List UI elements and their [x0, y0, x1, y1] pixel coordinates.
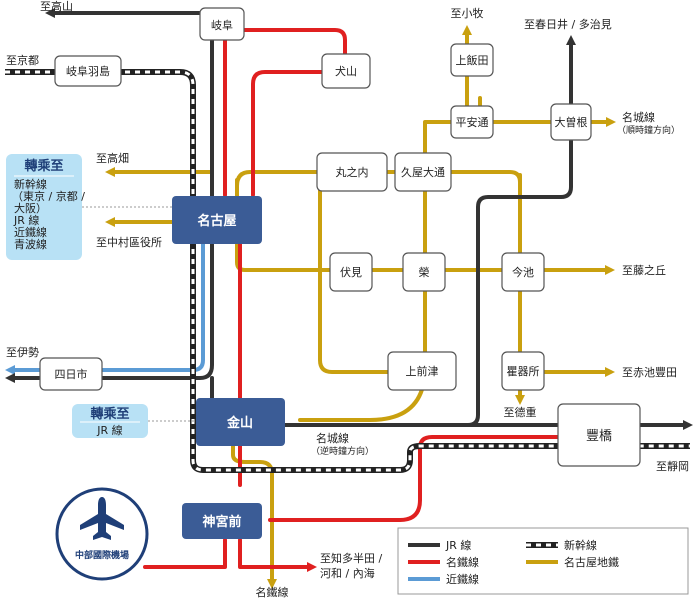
dest-kasugai: 至春日井 / 多治見: [524, 17, 612, 31]
destination-labels: 至高山 至京都 至小牧 至春日井 / 多治見 至高畑 至中村區役所 至藤之丘 至…: [6, 0, 689, 599]
station-box-gifu[interactable]: [199, 7, 245, 41]
meitetsu-gifu-branch: [223, 28, 347, 57]
dest-fujigaoka: 至藤之丘: [622, 263, 666, 277]
meitetsu-inuyama-branch: [251, 70, 324, 197]
meitetsu-airport: [143, 538, 227, 569]
transfer-line-nagoya-5: 青波線: [14, 237, 47, 251]
legend-label-kintetsu: 近鐵線: [446, 572, 479, 586]
subway-lines: [105, 25, 616, 589]
station-label-kamiiida: 上飯田: [456, 53, 489, 67]
station-box-heian-dori[interactable]: [450, 105, 494, 139]
station-box-kanayama[interactable]: [196, 398, 285, 446]
station-boxes: [39, 7, 641, 467]
dest-meitetsu-line: 名鐵線: [256, 585, 289, 599]
station-labels: 岐阜 犬山 岐阜羽島 上飯田 平安通 大曽根 丸之内 久屋大通 伏見 榮 今池 …: [55, 19, 613, 530]
station-box-fushimi[interactable]: [329, 252, 373, 292]
station-box-inuyama[interactable]: [321, 53, 371, 89]
transfer-line-nagoya-2: 大阪）: [14, 201, 47, 215]
hub-stations: [172, 196, 285, 539]
station-label-kanayama: 金山: [226, 415, 253, 431]
dest-ise: 至伊勢: [6, 345, 39, 359]
station-label-toyohashi: 豐橋: [586, 429, 612, 444]
dest-takabata: 至高畑: [96, 151, 129, 165]
station-label-hisaya-odori: 久屋大通: [401, 165, 445, 179]
legend-label-subway: 名古屋地鐵: [564, 555, 619, 569]
dest-nakamura: 至中村區役所: [96, 235, 162, 249]
station-box-gokiso[interactable]: [501, 351, 545, 391]
station-box-jingu-mae[interactable]: [182, 503, 262, 539]
legend-label-jr: JR 線: [445, 538, 471, 552]
meijo-ccw-dir: （逆時鐘方向）: [311, 445, 374, 457]
station-box-sakae[interactable]: [402, 252, 446, 292]
station-label-inuyama: 犬山: [335, 64, 357, 78]
transfer-title-kanayama: 轉乘至: [90, 406, 129, 422]
meitetsu-chita: [238, 538, 317, 572]
station-box-gifu-hashima[interactable]: [54, 55, 122, 87]
station-label-marunouchi: 丸之内: [336, 165, 369, 179]
jr-lines: [5, 8, 693, 430]
meitetsu-lines: [143, 28, 562, 572]
station-box-kamiiida[interactable]: [450, 43, 494, 77]
dest-komaki: 至小牧: [451, 6, 484, 20]
station-label-jingu-mae: 神宮前: [202, 514, 241, 530]
airplane-icon: [80, 497, 124, 540]
station-label-gifu: 岐阜: [211, 19, 233, 32]
meijo-cw-dir: （順時鐘方向）: [617, 124, 680, 136]
station-label-gokiso: 瞿器所: [507, 365, 540, 378]
transfer-line-nagoya-1: （東京 / 京都 /: [12, 189, 85, 203]
dest-akaike: 至赤池豐田: [622, 366, 677, 379]
station-label-sakae: 榮: [419, 265, 430, 279]
station-box-yokkaichi[interactable]: [39, 357, 103, 391]
dest-kyoto: 至京都: [6, 53, 39, 67]
station-label-kamimaezu: 上前津: [406, 364, 439, 378]
meitetsu-toyohashi: [268, 435, 562, 522]
transfer-title-nagoya: 轉乘至: [24, 158, 63, 174]
transfer-box-nagoya: 轉乘至 新幹線 （東京 / 京都 / 大阪） JR 線 近鐵線 青波線: [6, 154, 85, 260]
sakuradori-line: [235, 170, 612, 374]
station-box-toyohashi[interactable]: [557, 403, 641, 467]
station-box-nagoya[interactable]: [172, 196, 262, 244]
station-label-nagoya: 名古屋: [197, 213, 236, 229]
jr-chuo: [283, 35, 576, 427]
transfer-line-kanayama: JR 線: [96, 423, 122, 437]
airport-badge[interactable]: 中部國際機場: [55, 487, 149, 581]
jr-tokaido-west: [46, 18, 214, 380]
dest-chita-1: 至知多半田 /: [320, 551, 382, 565]
station-box-hisaya-odori[interactable]: [394, 152, 452, 192]
station-label-airport: 中部國際機場: [75, 549, 129, 561]
station-box-ozone[interactable]: [550, 103, 592, 141]
station-label-gifu-hashima: 岐阜羽島: [66, 64, 110, 78]
transfer-box-kanayama: 轉乘至 JR 線: [72, 404, 148, 438]
meijo-cw-line: 名城線: [622, 110, 655, 124]
station-label-ozone: 大曽根: [555, 115, 588, 129]
station-box-imaike[interactable]: [501, 252, 545, 292]
station-box-kamimaezu[interactable]: [387, 351, 457, 391]
dest-chita-2: 河和 / 內海: [320, 566, 375, 580]
legend-label-shinkansen: 新幹線: [564, 538, 597, 552]
shinkansen-dashes: [5, 70, 690, 472]
station-label-imaike: 今池: [512, 265, 534, 279]
dest-shizuoka: 至靜岡: [656, 459, 689, 473]
dest-tokushige: 至德重: [504, 405, 537, 419]
legend: JR 線 名鐵線 近鐵線 新幹線 名古屋地鐵: [397, 527, 689, 595]
transfer-line-nagoya-3: JR 線: [13, 213, 39, 227]
shinkansen-line: [5, 69, 690, 473]
transfer-line-nagoya-0: 新幹線: [14, 177, 47, 191]
tsurumai-line: [318, 180, 432, 374]
transfer-line-nagoya-4: 近鐵線: [14, 225, 47, 239]
station-label-fushimi: 伏見: [340, 265, 362, 279]
legend-label-meitetsu: 名鐵線: [446, 555, 479, 569]
dest-takayama: 至高山: [40, 0, 73, 13]
station-label-heian-dori: 平安通: [456, 115, 489, 129]
station-label-yokkaichi: 四日市: [55, 367, 88, 381]
meijo-ccw-line: 名城線: [316, 431, 349, 445]
station-box-marunouchi[interactable]: [316, 152, 388, 192]
